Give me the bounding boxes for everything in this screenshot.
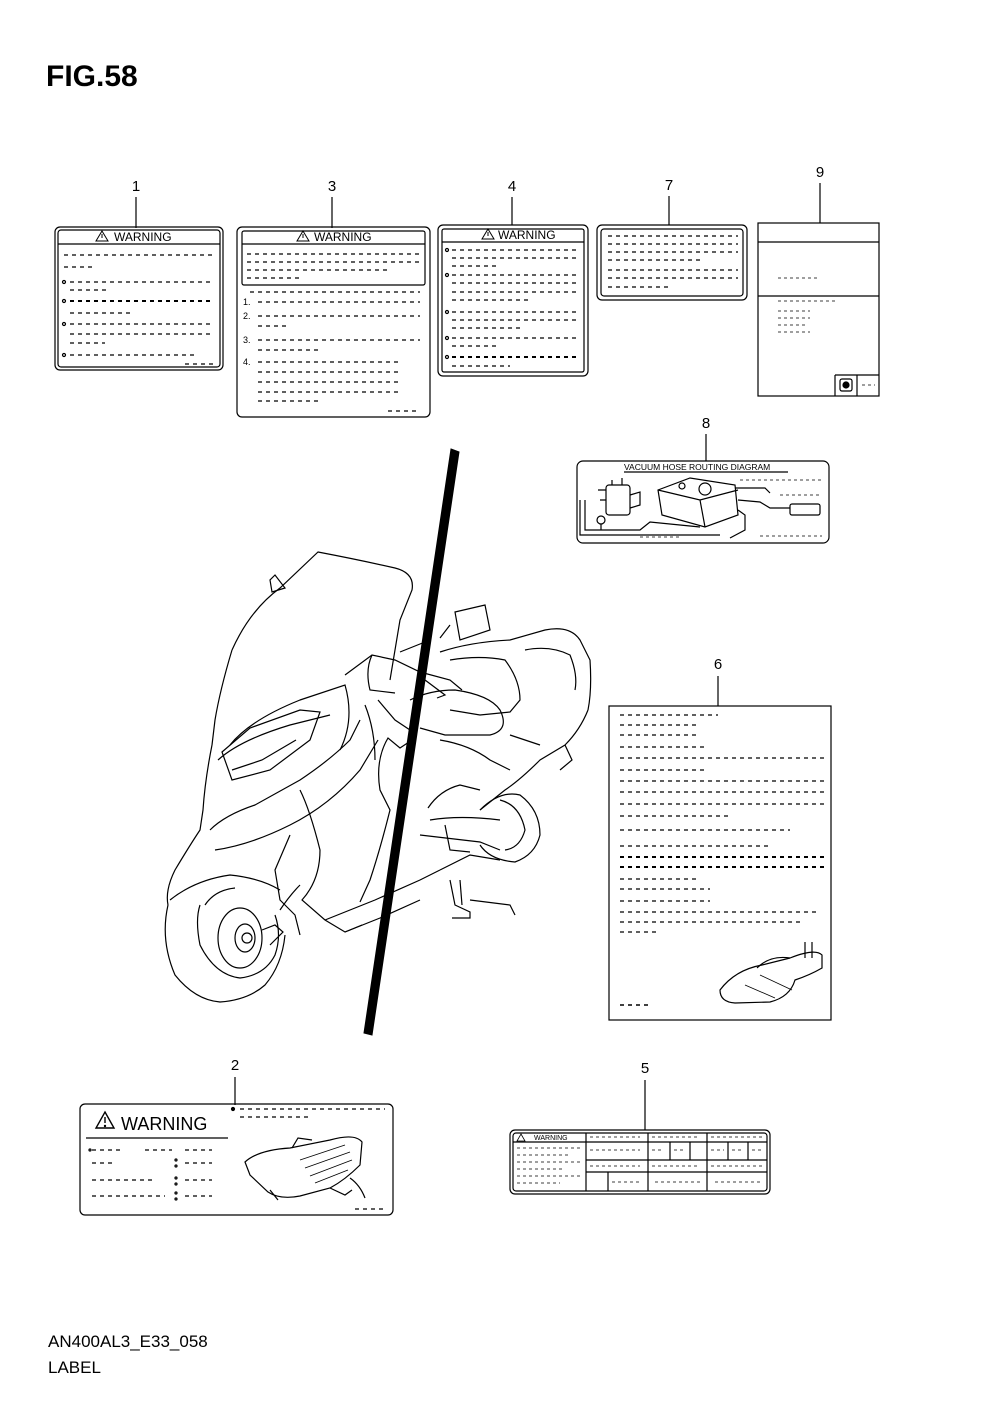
- hose-routing: [579, 487, 821, 539]
- list-number: 1.: [243, 297, 251, 307]
- label-5[interactable]: WARNING: [509, 1129, 771, 1195]
- callout-number: 1: [132, 178, 140, 195]
- label-2[interactable]: WARNING: [79, 1103, 394, 1216]
- callout-number: 3: [328, 178, 336, 195]
- callout-number: 8: [702, 415, 710, 432]
- label-1[interactable]: WARNING: [54, 226, 224, 371]
- callout-6[interactable]: 6: [714, 656, 722, 706]
- label-7[interactable]: [596, 224, 748, 301]
- callout-2[interactable]: 2: [231, 1057, 239, 1105]
- seat-drawing: [719, 942, 823, 1004]
- logo-mark: [839, 378, 853, 392]
- scooter-rear-drawing: [244, 1136, 366, 1201]
- callout-1[interactable]: 1: [132, 178, 140, 228]
- figure-title: FIG.58: [46, 60, 138, 93]
- warning-triangle-icon: [516, 1133, 526, 1142]
- warning-triangle-icon: [94, 1110, 116, 1129]
- label-6[interactable]: [608, 705, 832, 1021]
- label-4[interactable]: WARNING: [437, 224, 589, 377]
- callout-number: 6: [714, 656, 722, 673]
- list-number: 3.: [243, 335, 251, 345]
- warning-label: WARNING: [314, 230, 372, 244]
- callout-9[interactable]: 9: [816, 164, 824, 223]
- callout-number: 5: [641, 1060, 649, 1077]
- warning-label: WARNING: [534, 1135, 568, 1142]
- throttle-body-drawing: [596, 478, 641, 530]
- warning-label: WARNING: [498, 228, 556, 242]
- figure-code: AN400AL3_E33_058: [48, 1332, 208, 1351]
- list-number: 4.: [243, 357, 251, 367]
- label-8[interactable]: VACUUM HOSE ROUTING DIAGRAM: [576, 460, 830, 544]
- warning-triangle-icon: [481, 228, 495, 240]
- callout-number: 9: [816, 164, 824, 181]
- callout-7[interactable]: 7: [665, 177, 673, 225]
- warning-label: WARNING: [114, 230, 172, 244]
- callout-number: 7: [665, 177, 673, 194]
- warning-triangle-icon: [296, 230, 310, 242]
- figure-name: LABEL: [48, 1358, 101, 1377]
- callout-number: 4: [508, 178, 516, 195]
- logo-mark-dot: [842, 381, 850, 389]
- warning-triangle-icon: [95, 230, 109, 242]
- scooter-illustration: [164, 551, 592, 1003]
- label-3[interactable]: WARNING 1. 2. 3. 4: [236, 226, 431, 418]
- callout-5[interactable]: 5: [641, 1060, 649, 1130]
- warning-label: WARNING: [121, 1114, 207, 1134]
- label-9[interactable]: [757, 222, 880, 397]
- canister-drawing: [657, 477, 739, 528]
- list-number: 2.: [243, 311, 251, 321]
- callout-8[interactable]: 8: [702, 415, 710, 461]
- pointer-line: [363, 448, 460, 1036]
- callout-4[interactable]: 4: [508, 178, 516, 225]
- callout-number: 2: [231, 1057, 239, 1074]
- vacuum-diagram-title: VACUUM HOSE ROUTING DIAGRAM: [624, 462, 770, 472]
- callout-3[interactable]: 3: [328, 178, 336, 228]
